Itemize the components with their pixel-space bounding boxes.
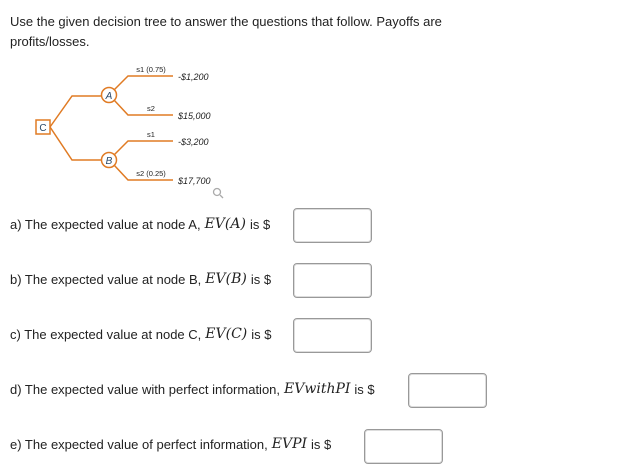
chance-node-b	[100, 151, 118, 169]
question-d: d) The expected value with perfect infor…	[10, 381, 375, 397]
question-b: b) The expected value at node B,EV(B)is …	[10, 271, 272, 287]
payoff: $17,700	[177, 176, 211, 186]
node-label: B	[106, 156, 113, 167]
decision-node-c	[35, 119, 51, 135]
zoom-icon	[212, 187, 224, 199]
node-label: A	[105, 91, 113, 102]
payoff: -$3,200	[178, 137, 209, 147]
answer-b-input[interactable]	[293, 263, 372, 298]
answer-c-input[interactable]	[293, 318, 372, 353]
question-c: c) The expected value at node C,EV(C)is …	[10, 326, 272, 342]
intro-text: Use the given decision tree to answer th…	[10, 14, 442, 49]
question-a: a) The expected value at node A,EV(A)is …	[10, 216, 271, 232]
answer-a-input[interactable]	[293, 208, 372, 243]
branch-label: s2 (0.25)	[136, 169, 166, 178]
payoff: $15,000	[177, 111, 211, 121]
branch-label: s2	[147, 104, 155, 113]
chance-node-a	[100, 86, 118, 104]
payoff: -$1,200	[178, 72, 209, 82]
branch-label: s1	[147, 130, 155, 139]
node-label: C	[39, 123, 46, 134]
question-e: e) The expected value of perfect informa…	[10, 436, 332, 452]
answer-d-input[interactable]	[408, 373, 487, 408]
branch-label: s1 (0.75)	[136, 65, 166, 74]
answer-e-input[interactable]	[364, 429, 443, 464]
decision-tree: C A B s1 (0.75) s2 s1 s2 (0.25) -$1,200 …	[35, 65, 224, 199]
